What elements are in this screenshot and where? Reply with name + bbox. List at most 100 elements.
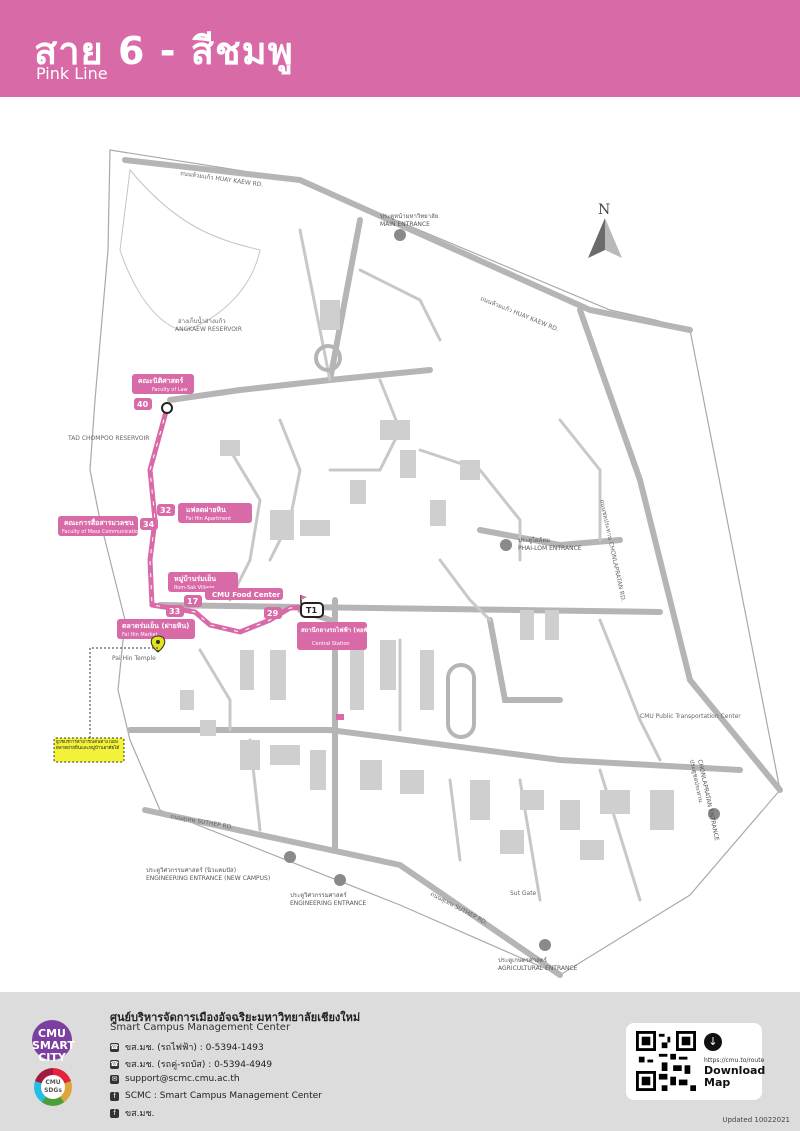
callout-central-station-en: Central Station	[312, 641, 350, 647]
phone-icon: ☎	[110, 1059, 119, 1069]
stop-marker-40	[134, 398, 152, 410]
stop-number-40: 40	[137, 400, 149, 409]
entrance-icon-chonlapratan	[708, 808, 720, 820]
callout-mass-comm	[58, 516, 138, 536]
callout-food-center-th: CMU Food Center	[212, 591, 281, 599]
north-arrow-icon: N	[588, 202, 622, 258]
callout-central-station	[297, 622, 367, 650]
callout-law	[132, 374, 194, 394]
cmu-smart-city-logo: CMU SMART CITY	[32, 1020, 75, 1064]
campus-boundary	[89, 149, 781, 976]
north-label: N	[598, 202, 610, 218]
stop-marker-32	[157, 504, 175, 516]
callout-faihin-apartment-th: แฟลตฝายหิน	[186, 506, 226, 514]
stop-number-t1: T1	[306, 606, 317, 615]
callout-faihin-apartment	[178, 503, 252, 523]
stadium-track	[446, 663, 476, 739]
callout-law-en: Faculty of Law	[152, 387, 188, 393]
callout-food-center	[205, 588, 283, 600]
qr-code-icon[interactable]	[636, 1031, 696, 1091]
transport-center-label: CMU Public Transportation Center	[640, 713, 741, 720]
line-title-english: Pink Line	[36, 64, 108, 83]
reservoir-oval	[314, 344, 342, 372]
callout-faihin-market	[117, 619, 195, 639]
callout-central-station-th: สถานีกลางรถไฟฟ้า (หอพักหญิง 3)	[301, 626, 392, 634]
download-icon[interactable]: ↓	[704, 1033, 722, 1051]
callout-faihin-market-th: ตลาดร่มเย็น (ฝายหิน)	[122, 621, 189, 630]
road-label-suthep-left: ถนนสุเทพ SUTHEP RD.	[170, 813, 234, 831]
note-connector	[89, 647, 159, 740]
entrance-icon-eng-new	[284, 851, 296, 863]
hill-area	[119, 168, 261, 331]
entrance-agri-en: AGRICULTURAL ENTRANCE	[498, 965, 578, 972]
stop-marker-33	[166, 605, 184, 617]
entrance-phailom-th: ประตูไผ่ล้อม	[518, 536, 550, 544]
callout-mass-comm-th: คณะการสื่อสารมวลชน	[64, 517, 134, 527]
map-canvas: N ถนนห้วยแก้ว HUAY KAEW RD. ถนนห้วยแก้ว …	[53, 149, 783, 978]
callout-faihin-market-en: Fai Hin Market	[122, 632, 158, 638]
stop-marker-t1	[300, 602, 324, 618]
line-title-thai: สาย 6 - สีชมพู	[34, 29, 294, 73]
entrance-eng-th: ประตูวิศวกรรมศาสตร์	[290, 891, 347, 899]
stop-number-33: 33	[169, 607, 180, 616]
reservoir-label-th: อ่างเก็บน้ำอ่างแก้ว	[178, 315, 226, 325]
entrance-phailom-en: PHAI-LOM ENTRANCE	[518, 545, 582, 552]
stop-number-34: 34	[143, 520, 155, 529]
cmu-sdgs-logo: CMU SDGs	[34, 1068, 72, 1106]
entrance-icon-agri	[539, 939, 551, 951]
download-url[interactable]: https://cmu.to/route	[704, 1057, 765, 1064]
updated-date: Updated 10022021	[722, 1116, 790, 1124]
callout-mass-comm-en: Faculty of Mass Communication	[62, 529, 141, 535]
entrance-icon-main	[394, 229, 406, 241]
road-label-huaykaew-right: ถนนห้วยแก้ว HUAY KAEW RD.	[479, 295, 559, 333]
main-roads	[122, 157, 783, 978]
stop-number-29: 29	[267, 609, 279, 618]
facebook-icon: f	[110, 1108, 119, 1118]
stop-number-32: 32	[160, 506, 171, 515]
header-bar: สาย 6 - สีชมพู Pink Line	[0, 0, 800, 97]
entrance-eng-en: ENGINEERING ENTRANCE	[290, 900, 366, 907]
pink-route-inner	[149, 407, 321, 633]
note-box	[53, 737, 125, 763]
org-name-english: Smart Campus Management Center	[110, 1022, 291, 1033]
phai-hin-temple-label: Pai Hin Temple	[112, 655, 156, 662]
contact-email[interactable]: ✉ support@scmc.cmu.ac.th	[110, 1074, 240, 1084]
station-flag-icon	[300, 595, 307, 604]
note-text: ผู้ใช้บริการสามารถเดินทางไปยัง ตลาดฝายหิ…	[56, 740, 120, 751]
entrance-main-th: ประตูหน้ามหาวิทยาลัย	[380, 213, 438, 220]
terminal-icon-law	[161, 402, 173, 414]
entrance-agri-th: ประตูเกษตรศาสตร์	[498, 956, 548, 964]
stop-marker-29	[264, 607, 282, 619]
entrance-main-en: MAIN ENTRANCE	[380, 221, 430, 228]
callout-romsak-en: Rom-Sak Village	[174, 585, 215, 591]
buildings	[180, 300, 674, 860]
entrance-icon-eng	[334, 874, 346, 886]
map-pin-icon	[150, 635, 166, 653]
callout-faihin-apartment-en: Fai Hin Apartment	[186, 516, 231, 522]
mail-icon: ✉	[110, 1074, 119, 1084]
sut-gate-label: Sut Gate	[510, 890, 537, 897]
road-label-chonlapratan: ถนนชลประทาน CHONLAPRATAN RD.	[598, 499, 627, 603]
callout-romsak-th: หมู่บ้านร่มเย็น	[174, 574, 216, 584]
download-map-card[interactable]: ↓ https://cmu.to/route Download Map	[626, 1023, 766, 1100]
callout-romsak	[168, 572, 238, 592]
contact-phone-bus[interactable]: ☎ ขส.มช. (รถคู่-รถบัส) : 0-5394-4949	[110, 1059, 273, 1070]
phone-icon: ☎	[110, 1042, 119, 1052]
stop-marker-17	[184, 595, 202, 607]
tad-chompoo-label: TAD CHOMPOO RESERVOIR	[67, 435, 149, 442]
campus-map[interactable]: N ถนนห้วยแก้ว HUAY KAEW RD. ถนนห้วยแก้ว …	[0, 97, 800, 992]
stop-marker-34	[140, 518, 158, 530]
secondary-roads	[198, 228, 662, 902]
contact-phone-ev[interactable]: ☎ ขส.มช. (รถไฟฟ้า) : 0-5394-1493	[110, 1042, 264, 1053]
minor-stop-marker	[336, 714, 344, 720]
reservoir-label-en: ANGKAEW RESERVOIR	[175, 326, 242, 333]
entrance-eng-new-en: ENGINEERING ENTRANCE (NEW CAMPUS)	[146, 875, 270, 882]
download-map-label[interactable]: Download Map	[704, 1064, 766, 1089]
entrance-eng-new-th: ประตูวิศวกรรมศาสตร์ (นิวแคมปัส)	[146, 866, 236, 874]
contact-facebook-scmc[interactable]: f SCMC : Smart Campus Management Center	[110, 1091, 322, 1101]
callout-law-th: คณะนิติศาสตร์	[138, 376, 183, 385]
contact-facebook-transit[interactable]: f ขส.มช.	[110, 1106, 154, 1120]
org-name-thai: ศูนย์บริหารจัดการเมืองอัจฉริยะมหาวิทยาลั…	[110, 1011, 361, 1024]
entrance-icon-phailom	[500, 539, 512, 551]
facebook-icon: f	[110, 1091, 119, 1101]
